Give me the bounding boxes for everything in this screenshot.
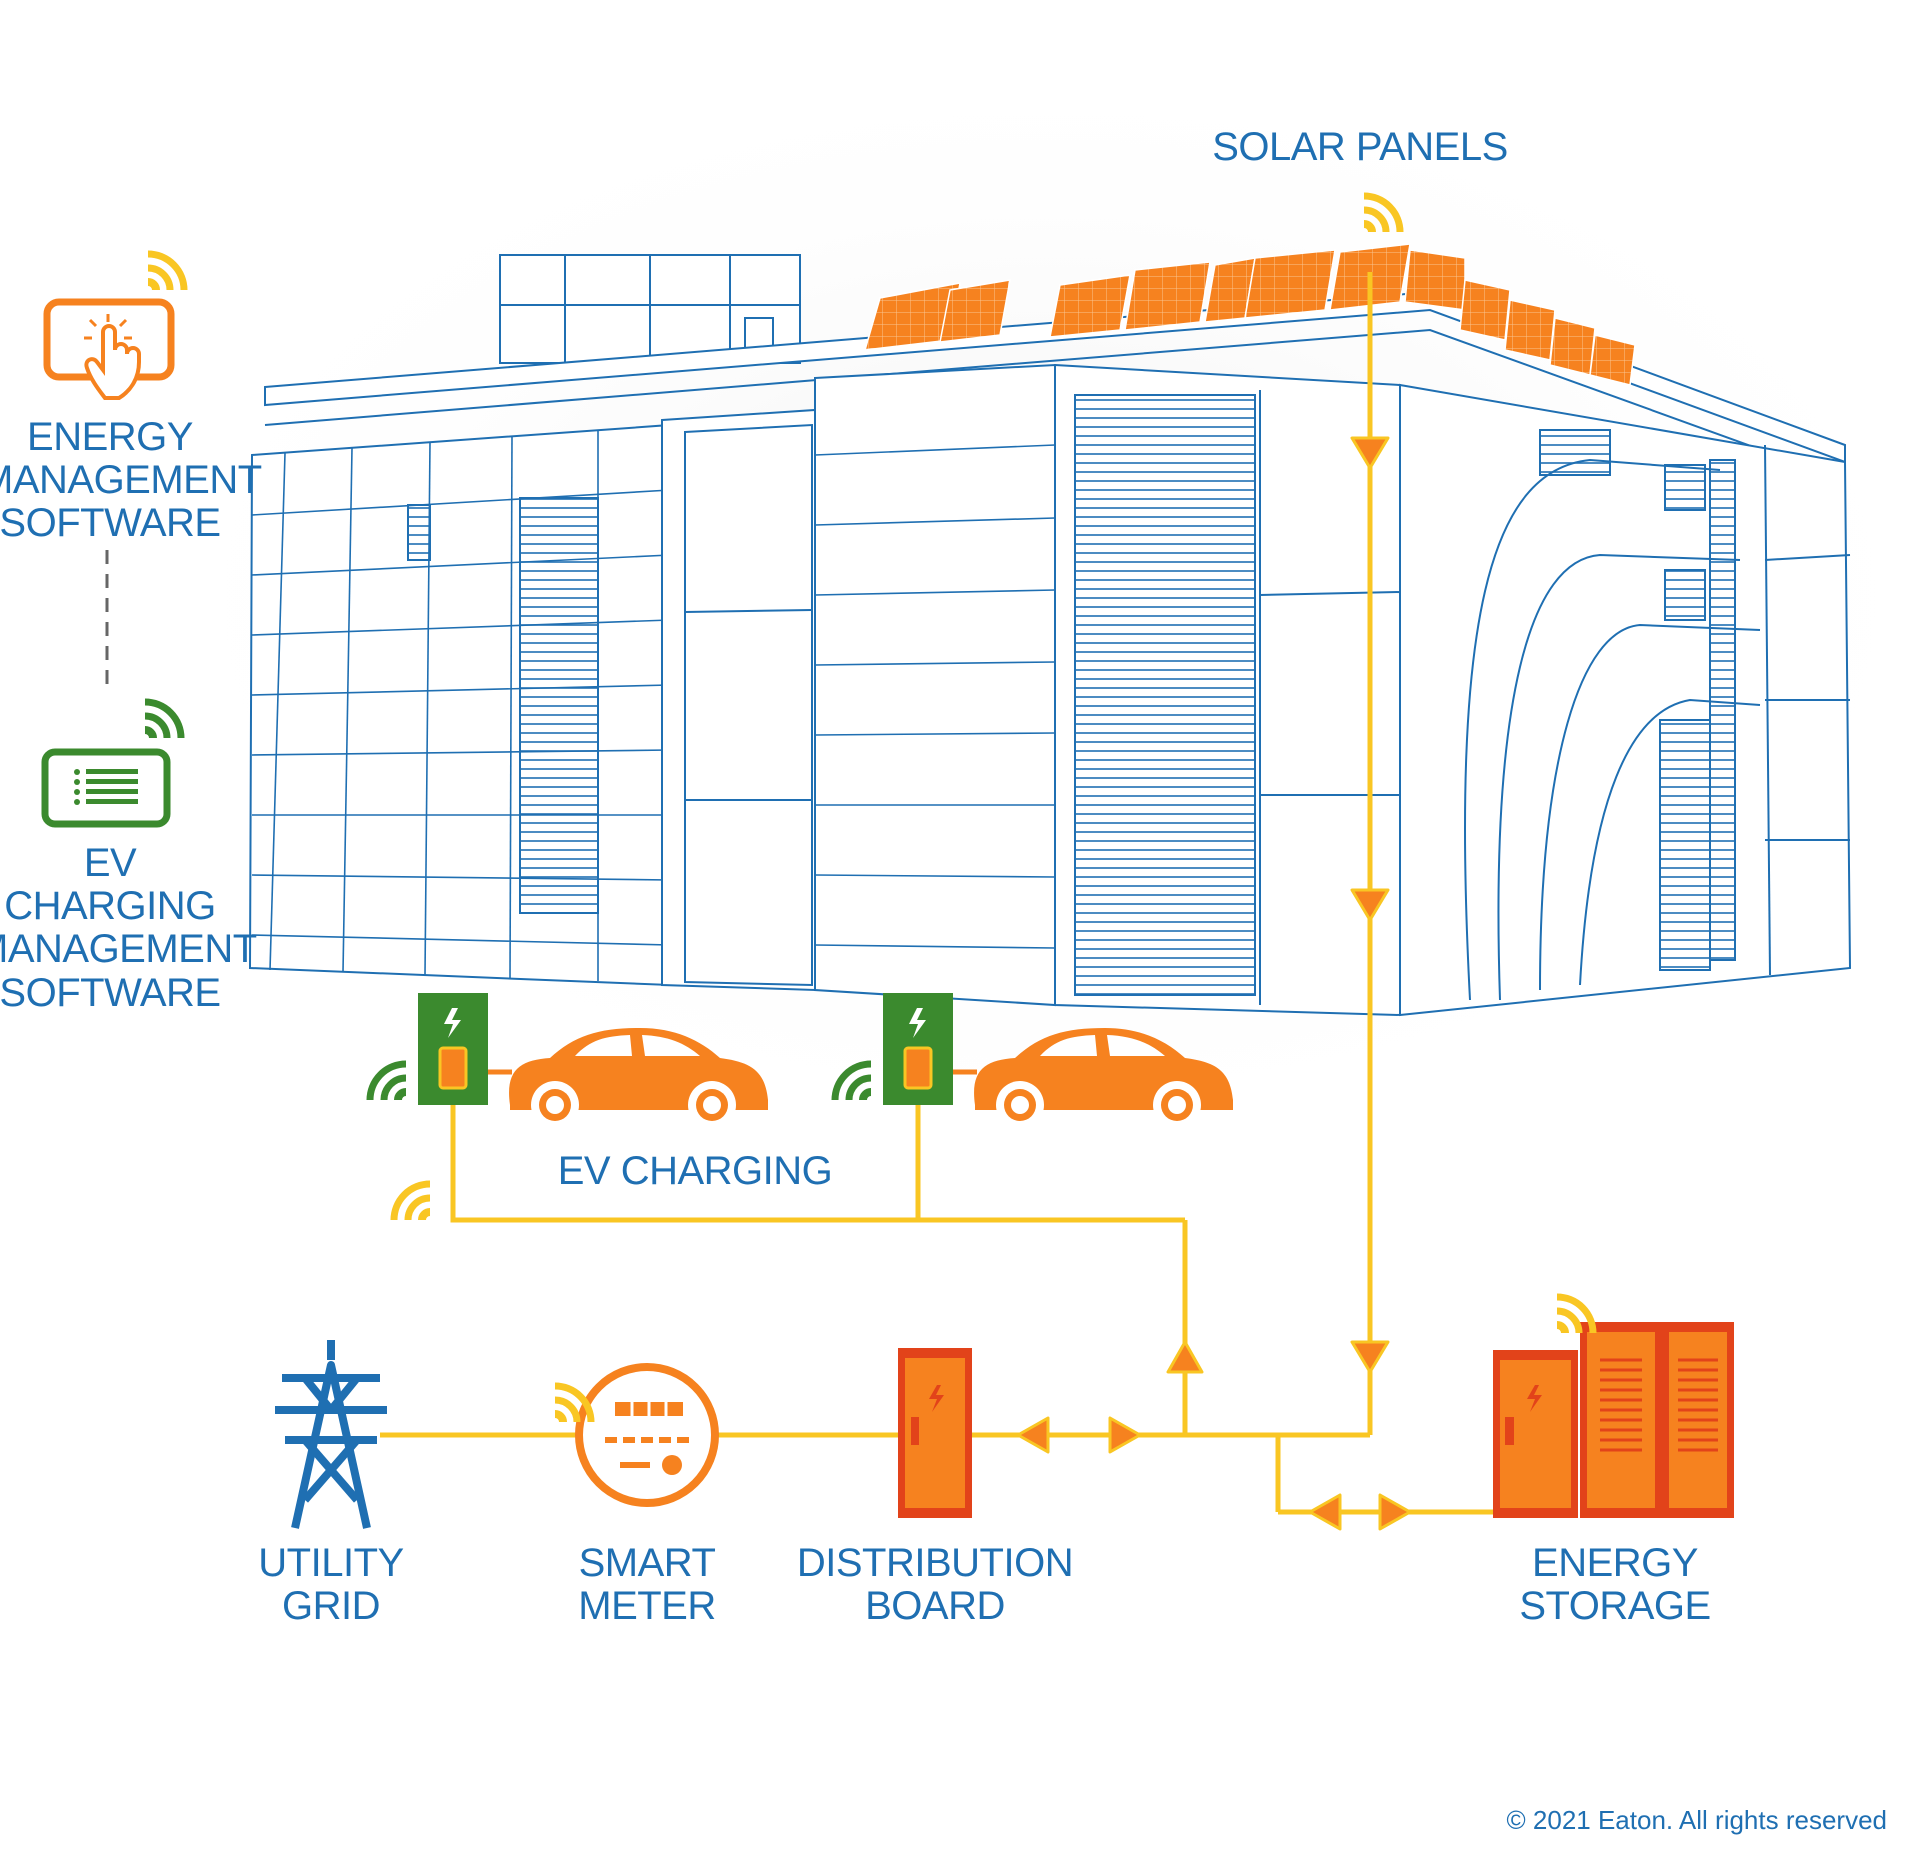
label-line: STORAGE bbox=[1519, 1584, 1711, 1629]
label-line: MANAGEMENT bbox=[0, 458, 262, 503]
label-smart-meter: SMART METER bbox=[547, 1541, 747, 1629]
wifi-signal-icon bbox=[390, 1180, 431, 1221]
flow-arrows bbox=[1016, 436, 1412, 1531]
energy-storage bbox=[1493, 1322, 1734, 1518]
smart-meter bbox=[575, 1363, 719, 1507]
energy-software-icon bbox=[43, 298, 175, 400]
solar-panels bbox=[863, 243, 1636, 386]
wifi-signal-icon bbox=[831, 1060, 872, 1101]
car-1 bbox=[509, 1028, 768, 1129]
label-ev-charging-management-software: EV CHARGING MANAGEMENT SOFTWARE bbox=[0, 841, 257, 1015]
wifi-signal-icon bbox=[147, 250, 188, 291]
ev-charger-1 bbox=[418, 993, 488, 1105]
label-line: GRID bbox=[282, 1584, 381, 1629]
distribution-board bbox=[898, 1348, 972, 1518]
ev-software-icon bbox=[41, 748, 171, 828]
wifi-signal-icon bbox=[366, 1060, 407, 1101]
label-distribution-board: DISTRIBUTION BOARD bbox=[785, 1541, 1085, 1629]
label-line: SMART bbox=[578, 1541, 716, 1585]
label-line: ENERGY bbox=[1532, 1541, 1698, 1585]
wifi-signal-icon bbox=[554, 1382, 595, 1423]
label-line: DISTRIBUTION bbox=[796, 1541, 1074, 1585]
label-line: SOFTWARE bbox=[0, 501, 221, 546]
wifi-signals bbox=[144, 192, 1597, 1423]
label-line: ENERGY bbox=[27, 415, 193, 459]
label-line: SOFTWARE bbox=[0, 970, 221, 1015]
label-line: METER bbox=[578, 1584, 716, 1629]
label-utility-grid: UTILITY GRID bbox=[231, 1541, 431, 1629]
wifi-signal-icon bbox=[1363, 192, 1404, 233]
transmission-tower bbox=[275, 1340, 387, 1529]
building bbox=[248, 254, 1852, 1017]
rooftop-unit bbox=[499, 254, 801, 364]
label-energy-storage: ENERGY STORAGE bbox=[1465, 1541, 1765, 1629]
wifi-signal-icon bbox=[144, 698, 185, 739]
label-line: MANAGEMENT bbox=[0, 927, 257, 972]
label-line: BOARD bbox=[865, 1584, 1005, 1629]
label-line: UTILITY bbox=[258, 1541, 404, 1585]
label-ev-charging: EV CHARGING bbox=[557, 1149, 833, 1193]
label-solar-panels: SOLAR PANELS bbox=[1212, 125, 1508, 169]
copyright-notice: © 2021 Eaton. All rights reserved bbox=[1506, 1805, 1887, 1835]
ev-charger-2 bbox=[883, 993, 953, 1105]
label-energy-management-software: ENERGY MANAGEMENT SOFTWARE bbox=[0, 415, 262, 546]
car-2 bbox=[974, 1028, 1233, 1129]
wifi-signal-icon bbox=[1556, 1293, 1597, 1334]
label-line: EV CHARGING bbox=[4, 841, 216, 929]
